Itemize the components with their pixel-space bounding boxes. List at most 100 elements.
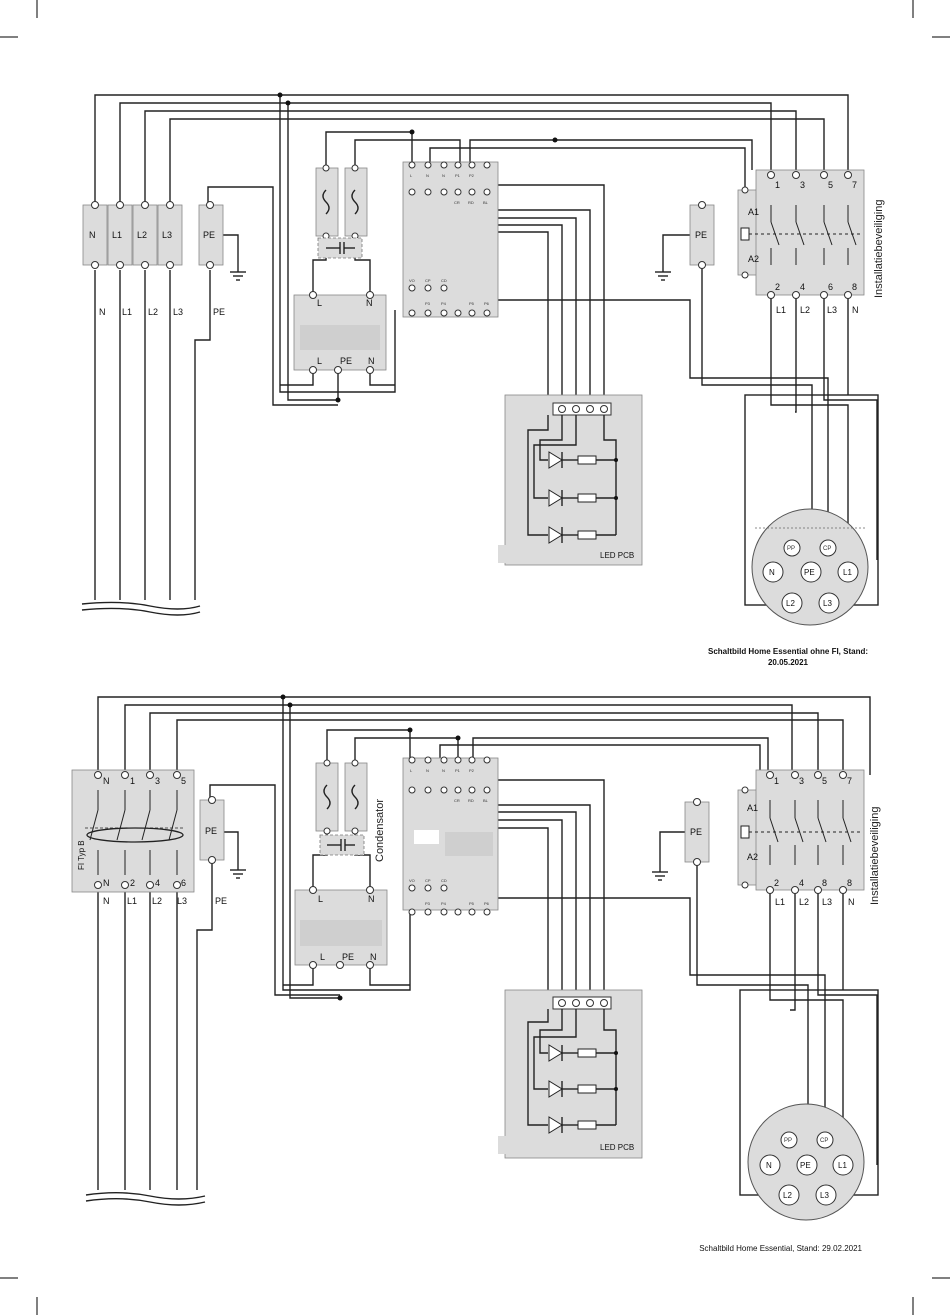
top-socket-l3: L3	[823, 599, 832, 608]
top-out-label-l1: L1	[122, 307, 132, 317]
top-ctrl-pin-p2: P2	[469, 173, 475, 178]
bottom-ctrl-pin-cd: CD	[441, 878, 447, 883]
bottom-socket-l2: L2	[783, 1191, 792, 1200]
top-ctrl-pin-p1: P1	[455, 173, 461, 178]
top-cont-b2: 2	[775, 282, 780, 292]
top-fuses	[315, 164, 368, 259]
bottom-socket-l1: L1	[838, 1161, 847, 1170]
bottom-out-pe: PE	[215, 896, 227, 906]
bottom-cont-b8a: 8	[822, 878, 827, 888]
top-ctrl-pin-cd: CD	[441, 278, 447, 283]
bottom-pe-right-label: PE	[690, 827, 702, 837]
bottom-controller-terminals	[408, 756, 491, 916]
top-cont-b6: 6	[828, 282, 833, 292]
top-ctrl-pin-rd: RD	[468, 200, 474, 205]
top-bus-label-pe: PE	[203, 230, 215, 240]
bottom-led-pcb: LED PCB	[498, 989, 643, 1159]
bottom-power-supply: L N L PE N	[294, 886, 388, 969]
bottom-cont-t3: 3	[799, 776, 804, 786]
bottom-cont-t5: 5	[822, 776, 827, 786]
top-socket-pp: PP	[787, 546, 795, 552]
top-cont-out-l3: L3	[827, 305, 837, 315]
top-caption-line2: 20.05.2021	[768, 658, 809, 667]
top-cont-out-n: N	[852, 305, 859, 315]
top-cont-out-l2: L2	[800, 305, 810, 315]
top-socket-l1: L1	[843, 568, 852, 577]
bottom-cont-t1: 1	[774, 776, 779, 786]
bottom-cont-out-n: N	[848, 897, 855, 907]
top-led-3	[548, 526, 616, 544]
top-socket-l2: L2	[786, 599, 795, 608]
top-socket-n: N	[769, 568, 775, 577]
bottom-caption: Schaltbild Home Essential, Stand: 29.02.…	[699, 1244, 862, 1253]
top-ctrl-pin-n2: N	[442, 173, 445, 178]
bottom-ctrl-pin-n1: N	[426, 768, 429, 773]
fi-top-n: N	[103, 776, 110, 786]
bottom-out-l2: L2	[152, 896, 162, 906]
top-ctrl-pin-p5: P5	[469, 301, 475, 306]
top-psu-bpe: PE	[340, 356, 352, 366]
top-psu-n: N	[366, 298, 373, 308]
top-socket-cp: CP	[823, 546, 831, 552]
top-out-label-l3: L3	[173, 307, 183, 317]
fi-bot-6: 6	[181, 878, 186, 888]
bottom-pe-left-label: PE	[205, 826, 217, 836]
top-led-label: LED PCB	[600, 551, 634, 560]
top-ctrl-pin-vo: VO	[409, 278, 415, 283]
bottom-coil-a1: A1	[747, 803, 758, 813]
bottom-pe-left: PE	[199, 796, 225, 864]
bottom-led-2	[548, 1080, 616, 1098]
fi-top-3: 3	[155, 776, 160, 786]
bottom-pe-right: PE	[684, 798, 710, 866]
bottom-cont-t7: 7	[847, 776, 852, 786]
bottom-fuses: Condensator	[315, 759, 386, 862]
top-pe-right: PE	[689, 201, 715, 269]
bottom-coil-a2: A2	[747, 852, 758, 862]
top-ctrl-pin-cr: CR	[454, 200, 460, 205]
top-coil-a1: A1	[748, 207, 759, 217]
fi-bot-n: N	[103, 878, 110, 888]
bottom-ctrl-pin-l: L	[410, 768, 413, 773]
bottom-socket-n: N	[766, 1161, 772, 1170]
bottom-socket: PP CP N PE L1 L2 L3	[739, 989, 879, 1221]
bottom-socket-pp: PP	[784, 1138, 792, 1144]
bottom-out-n: N	[103, 896, 110, 906]
top-psu-l: L	[317, 298, 322, 308]
bottom-contactor: A1 A2 1 3 5 7 2 4 8 8 L1 L2 L3 N Install…	[737, 769, 881, 907]
top-ctrl-pin-p6: P6	[484, 301, 490, 306]
top-ctrl-pin-cp: CP	[425, 278, 431, 283]
bottom-ctrl-pin-p1: P1	[455, 768, 461, 773]
top-caption-line1: Schaltbild Home Essential ohne FI, Stand…	[708, 647, 868, 656]
top-cont-b8: 8	[852, 282, 857, 292]
bottom-cont-out-l1: L1	[775, 897, 785, 907]
bottom-ctrl-pin-p6: P6	[484, 901, 490, 906]
top-controller-terminals	[408, 161, 491, 317]
bottom-psu-bl: L	[320, 952, 325, 962]
bottom-socket-pe: PE	[800, 1161, 811, 1170]
bottom-cont-b8b: 8	[847, 878, 852, 888]
top-installation-protection-label: Installatiebeveiliging	[873, 200, 885, 298]
bottom-ctrl-pin-p2: P2	[469, 768, 475, 773]
top-controller: L N N P1 P2 CR RD BL VO CP CD P3 P4 P5 P…	[402, 161, 499, 318]
bottom-ctrl-pin-vo: VO	[409, 878, 415, 883]
fi-bot-2: 2	[130, 878, 135, 888]
top-left-terminals: N L1 L2 L3 PE N L1 L2 L3 PE	[82, 201, 225, 317]
top-out-label-n: N	[99, 307, 106, 317]
top-ctrl-pin-bl: BL	[483, 200, 489, 205]
top-bus-label-n: N	[89, 230, 96, 240]
top-cont-out-l1: L1	[776, 305, 786, 315]
fi-top-5: 5	[181, 776, 186, 786]
condensator-label: Condensator	[374, 799, 386, 862]
bottom-installation-protection-label: Installatiebeveiliging	[869, 807, 881, 905]
top-out-label-l2: L2	[148, 307, 158, 317]
fi-bot-4: 4	[155, 878, 160, 888]
top-led-1	[548, 451, 616, 469]
bottom-controller: L N N P1 P2 CR RD BL VO CP CD P3 P4 P5 P…	[402, 756, 499, 916]
bottom-psu-bpe: PE	[342, 952, 354, 962]
bottom-cont-b2: 2	[774, 878, 779, 888]
bottom-ctrl-pin-rd: RD	[468, 798, 474, 803]
bottom-psu-bn: N	[370, 952, 377, 962]
bottom-led-1	[548, 1044, 616, 1062]
bottom-ctrl-pin-bl: BL	[483, 798, 489, 803]
bottom-fi-breaker: N 1 3 5 N 2 4 6 FI Typ B N L1 L2 L3 PE	[71, 769, 227, 906]
